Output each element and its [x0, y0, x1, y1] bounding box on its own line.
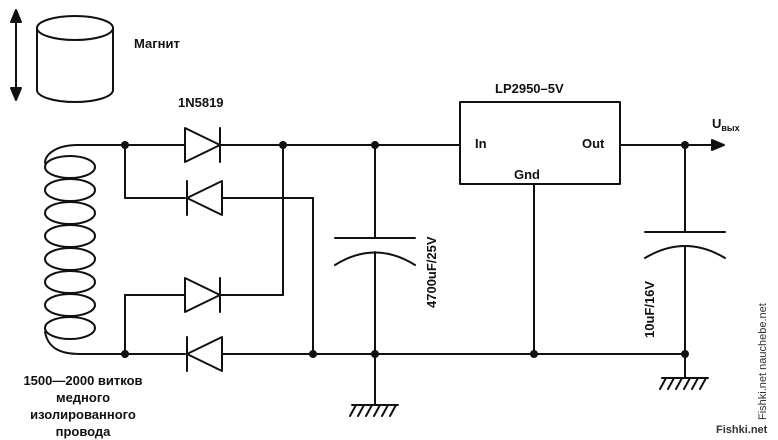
output-voltage-label: Uвых [712, 115, 740, 137]
coil-line-4: провода [55, 424, 111, 439]
regulator-name-label: LP2950–5V [495, 81, 564, 96]
watermark-corner: Fishki.net [716, 424, 768, 436]
regulator-in-label: In [475, 136, 487, 151]
magnet-icon [36, 15, 114, 103]
capacitor-output-icon [644, 144, 726, 379]
output-voltage-sub: вых [721, 123, 740, 133]
coil-line-3: изолированного [30, 407, 136, 422]
output-voltage-main: U [712, 116, 722, 131]
diode-d4-icon [186, 336, 223, 372]
diode-d2-icon [186, 180, 223, 216]
output-arrow-icon [711, 139, 725, 151]
magnet-label: Магнит [134, 36, 180, 51]
ground-left-icon [349, 404, 399, 417]
coil-icon [44, 144, 126, 355]
motion-arrow-icon [10, 9, 22, 101]
ground-right-icon [659, 377, 709, 390]
junction-dots [121, 141, 689, 358]
regulator-out-label: Out [582, 136, 605, 151]
diode-d1-icon [184, 127, 221, 163]
coil-line-1: 1500—2000 витков [23, 373, 143, 388]
capacitor-output-label: 10uF/16V [642, 280, 657, 338]
diode-part-label: 1N5819 [178, 95, 224, 110]
regulator-box [459, 101, 621, 185]
capacitor-input-icon [334, 144, 416, 406]
capacitor-input-label: 4700uF/25V [424, 236, 439, 308]
regulator-gnd-label: Gnd [514, 167, 540, 182]
coil-description: 1500—2000 витков медного изолированного … [0, 372, 168, 440]
watermark-side: Fishki.net nauchebe.net [757, 303, 769, 420]
coil-line-2: медного [55, 390, 111, 405]
diode-d3-icon [184, 277, 221, 313]
